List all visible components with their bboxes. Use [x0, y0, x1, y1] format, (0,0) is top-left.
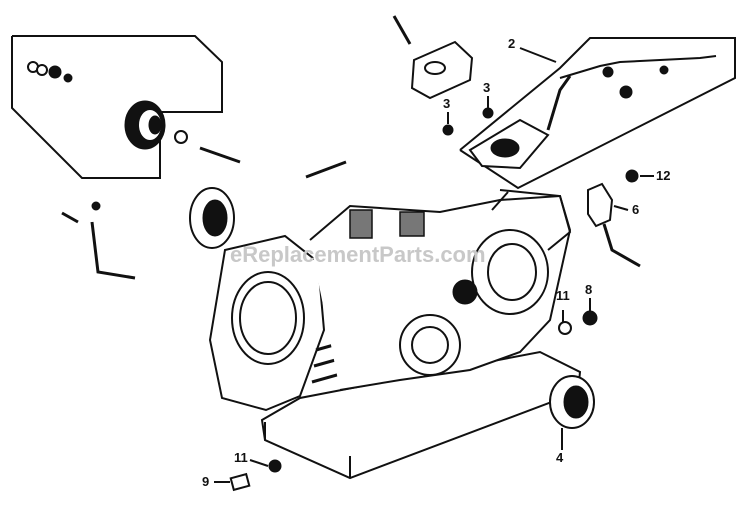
main-bearing-bore — [487, 243, 537, 301]
rail-corner — [491, 191, 509, 211]
breather-screw — [392, 15, 412, 45]
oil-switch-6 — [587, 182, 614, 228]
breather-group — [392, 15, 494, 136]
dowel-pin — [305, 160, 347, 179]
callout-3-right: 3 — [483, 80, 490, 95]
callout-8: 8 — [585, 282, 592, 297]
tappet-boss — [399, 211, 425, 237]
loose-parts-left — [61, 160, 347, 280]
sensor-inset-group — [459, 37, 736, 190]
plug-8 — [582, 310, 598, 326]
governor-gear — [124, 100, 166, 150]
watermark-text: eReplacementParts.com — [230, 242, 486, 267]
grommet — [619, 85, 633, 99]
side-rail — [499, 189, 572, 251]
switch-group — [587, 169, 641, 268]
governor-pin — [63, 73, 73, 83]
bolt-12 — [625, 169, 639, 183]
governor-inset-box — [11, 35, 223, 179]
crank-opening — [399, 314, 461, 376]
drain-plug-9 — [229, 472, 251, 492]
governor-shaft — [199, 146, 241, 164]
oil-seal-4-center — [563, 385, 589, 419]
cylinder-bore-inner — [239, 281, 297, 355]
callout-9: 9 — [202, 474, 209, 489]
callout-2: 2 — [508, 36, 515, 51]
small-washer — [36, 64, 48, 76]
shaft-pin — [61, 211, 79, 224]
drain-group — [229, 459, 282, 492]
leader-lines — [214, 47, 654, 483]
sensor-arm — [546, 75, 572, 131]
bolt-3-left — [442, 124, 454, 136]
crankcase-block — [208, 189, 582, 480]
callout-11-side: 11 — [556, 288, 570, 303]
sensor-inset-box — [459, 37, 736, 190]
governor-boss — [452, 279, 478, 305]
seal-group — [549, 310, 598, 429]
callout-11-bottom: 11 — [234, 450, 248, 465]
crank-opening-inner — [411, 326, 449, 364]
governor-collar — [48, 65, 62, 79]
callout-12: 12 — [656, 168, 670, 183]
washer-11-side — [558, 321, 572, 335]
governor-inset-group — [11, 35, 241, 179]
callout-6: 6 — [632, 202, 639, 217]
callout-4: 4 — [556, 450, 564, 465]
small-clip — [91, 201, 101, 211]
terminal — [659, 65, 669, 75]
washer-11-bottom — [268, 459, 282, 473]
bolt-3-right — [482, 107, 494, 119]
callout-numbers: 2 3 3 12 6 11 8 4 11 9 — [202, 36, 670, 489]
bearing-left-center — [202, 199, 228, 237]
cam-boss — [349, 209, 373, 239]
callout-3-left: 3 — [443, 96, 450, 111]
wire-clip — [602, 66, 614, 78]
sensor-wire — [559, 55, 717, 79]
cylinder-bore — [231, 271, 305, 365]
breather-cover-hole — [424, 61, 446, 75]
gear-washer — [174, 130, 188, 144]
switch-lead — [602, 223, 641, 268]
sensor-body — [490, 138, 520, 158]
governor-arm-lever — [90, 221, 136, 280]
